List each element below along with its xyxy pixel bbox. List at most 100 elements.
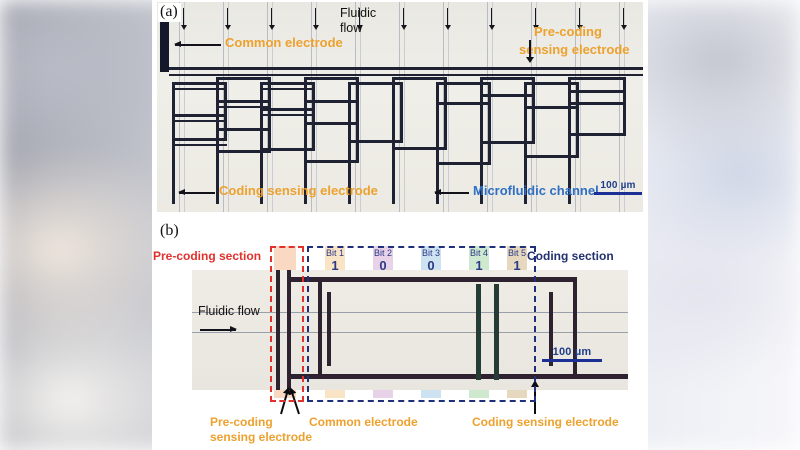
- bit-value-1: 1: [331, 258, 339, 273]
- panel-b-precoding-sensing-label-line2: sensing electrode: [210, 430, 313, 444]
- microfluidic-channel-line: [399, 2, 400, 212]
- coding-sensing-electrode-rung: [480, 141, 535, 144]
- coding-sensing-electrode-rung: [304, 122, 359, 125]
- panel-b-micrograph: Fluidic flow 100 µm: [192, 270, 628, 390]
- common-electrode-bus-2: [169, 74, 643, 76]
- coding-sensing-electrode-rung: [436, 82, 491, 85]
- panel-b-scale-bar-label: 100 µm: [552, 346, 592, 358]
- fluidic-flow-arrow-icon: [356, 8, 363, 30]
- microfluidic-channel-line: [355, 2, 356, 212]
- precoding-sensing-label-line1: Pre-coding: [534, 24, 602, 39]
- microfluidic-channel-line: [487, 2, 488, 212]
- coding-section-dashed-box: [307, 246, 536, 402]
- coding-sensing-electrode-rung: [216, 150, 271, 153]
- microfluidic-channel-line: [492, 2, 493, 212]
- microfluidic-channel-callout-arrow-icon: [434, 189, 469, 195]
- coding-sensing-electrode-rung: [524, 82, 579, 85]
- panel-b-coding-sensing-label: Coding sensing electrode: [472, 415, 619, 429]
- panel-b-scale-bar-line: [542, 359, 602, 362]
- coding-sensing-finger-bit4-b: [494, 284, 499, 380]
- fluidic-flow-arrow-icon: [268, 8, 275, 30]
- microfluidic-channel-wall-bottom: [192, 332, 628, 333]
- bit-value-2: 0: [379, 258, 387, 273]
- coding-sensing-electrode-finger: [488, 82, 491, 164]
- common-electrode-top-rail: [287, 277, 577, 282]
- coding-sensing-electrode-rung: [436, 102, 491, 105]
- coding-sensing-electrode-rung: [216, 100, 271, 103]
- precoding-sensing-label-line2: sensing electrode: [519, 42, 630, 57]
- coding-sensing-electrode-finger: [224, 82, 227, 140]
- precoding-sensing-electrode-bar-2: [287, 270, 291, 390]
- coding-sensing-electrode-rung: [524, 155, 579, 158]
- bit-name-1: Bit 1: [325, 248, 344, 258]
- common-electrode-pad: [160, 22, 169, 72]
- microfluidic-channel-line: [360, 2, 361, 212]
- panel-b-fluidic-flow-arrow-icon: [200, 326, 237, 332]
- coding-sensing-electrode-rung: [172, 144, 227, 146]
- panel-b-fluidic-flow-label: Fluidic flow: [198, 304, 260, 318]
- panel-a-scale-bar-line: [594, 192, 642, 195]
- coding-sensing-electrode-finger: [480, 77, 483, 204]
- coding-sensing-callout-arrow-icon: [178, 189, 215, 195]
- coding-sensing-electrode-finger: [356, 77, 359, 162]
- coding-sensing-electrode-rung: [524, 106, 579, 109]
- coding-sensing-electrode-finger: [532, 77, 535, 143]
- fluidic-flow-label-line2: flow: [340, 21, 363, 35]
- coding-sensing-electrode-finger: [568, 77, 571, 204]
- precoding-callout-arrow-icon: [526, 40, 533, 63]
- coding-sensing-electrode-rung: [260, 148, 315, 151]
- bit-value-4: 1: [475, 258, 483, 273]
- coding-sensing-electrode-finger: [260, 82, 263, 204]
- bit-label-2: Bit 2 0: [363, 248, 403, 273]
- coding-sensing-electrode-finger: [576, 82, 579, 157]
- coding-sensing-electrode-rung: [392, 77, 447, 80]
- coding-sensing-electrode-rung: [216, 128, 271, 131]
- fluidic-flow-arrow-icon: [532, 8, 539, 30]
- coding-sensing-electrode-rung: [480, 94, 535, 97]
- common-electrode-right-leg: [573, 277, 577, 379]
- coding-sensing-electrode-rung: [216, 77, 271, 80]
- coding-sensing-electrode-rung: [172, 120, 227, 122]
- fluidic-flow-label-line1: Fluidic: [340, 6, 377, 20]
- coding-sensing-electrode-finger: [436, 82, 439, 204]
- coding-sensing-electrode-finger: [172, 82, 175, 204]
- fluidic-flow-arrow-icon: [224, 8, 231, 30]
- common-electrode-bus: [169, 67, 643, 70]
- common-electrode-label: Common electrode: [225, 35, 343, 50]
- panel-b-tag: (b): [160, 222, 179, 239]
- fluidic-flow-arrow-icon: [180, 8, 187, 30]
- common-electrode-bottom-rail: [287, 374, 628, 379]
- coding-sensing-electrode-rung: [172, 88, 227, 90]
- precoding-sensing-electrode-bar-1: [276, 270, 280, 390]
- coding-sensing-electrode-rung: [260, 82, 315, 85]
- fluidic-flow-arrow-icon: [400, 8, 407, 30]
- coding-sensing-electrode-finger: [524, 82, 527, 204]
- microfluidic-channel-label: Microfluidic channel: [473, 183, 599, 198]
- microfluidic-channel-line: [443, 2, 444, 212]
- coding-sensing-electrode-rung: [172, 114, 227, 117]
- coding-sensing-electrode-rung: [304, 77, 359, 80]
- coding-sensing-electrode-rung: [304, 100, 359, 103]
- bit-label-1: Bit 1 1: [315, 248, 355, 273]
- microfluidic-channel-line: [404, 2, 405, 212]
- coding-sensing-electrode-label: Coding sensing electrode: [219, 183, 378, 198]
- coding-sensing-electrode-finger: [392, 77, 395, 204]
- coding-sensing-electrode-rung: [172, 138, 227, 141]
- bit-label-3: Bit 3 0: [411, 248, 451, 273]
- panel-b-substrate: [192, 270, 628, 390]
- coding-section-label: Coding section: [527, 249, 614, 263]
- bit-name-5: Bit 5: [507, 248, 526, 258]
- panel-a-scale-bar: 100 µm: [594, 180, 642, 195]
- panel-b: (b) Pre-coding section Coding section Bi…: [152, 222, 648, 450]
- figure-page: (a): [152, 0, 648, 450]
- microfluidic-channel-line: [619, 2, 620, 212]
- microfluidic-channel-line: [184, 2, 185, 212]
- coding-sensing-electrode-rung: [392, 147, 447, 150]
- microfluidic-channel-line: [311, 2, 312, 212]
- bit-name-2: Bit 2: [373, 248, 392, 258]
- fluidic-flow-arrow-icon: [620, 8, 627, 30]
- coding-sensing-electrode-rung: [436, 162, 491, 165]
- panel-a-micrograph: (a): [157, 2, 643, 212]
- coding-sensing-finger-bit4-a: [476, 284, 481, 380]
